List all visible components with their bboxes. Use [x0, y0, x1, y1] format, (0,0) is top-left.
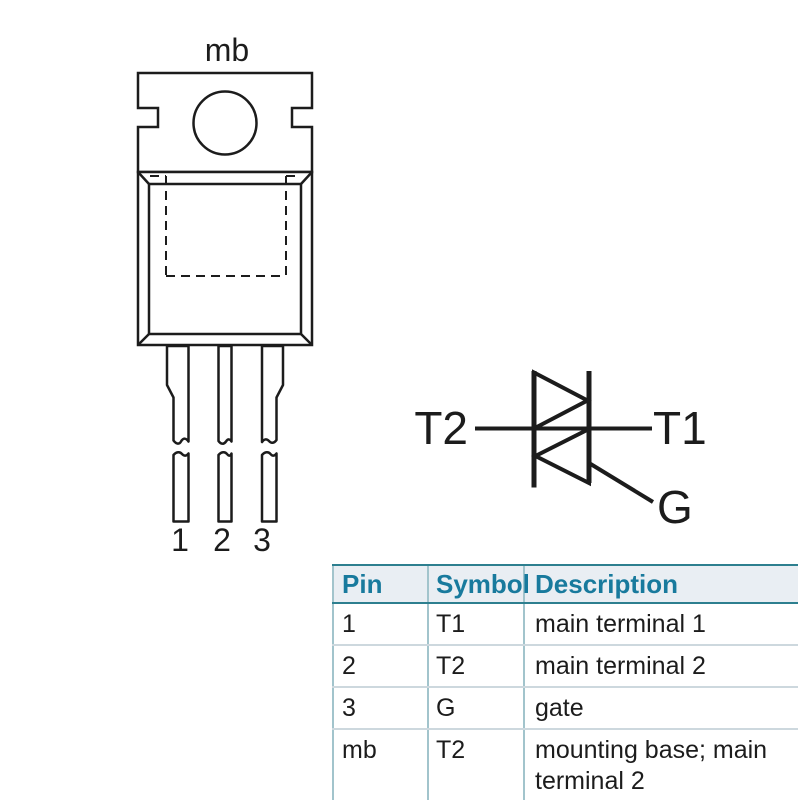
cell-symbol: G	[427, 687, 524, 730]
gate-lead-line	[587, 461, 655, 504]
header-symbol: Symbol	[427, 564, 530, 604]
body-bevel-corners	[137, 171, 313, 346]
cell-description: main terminal 1	[523, 603, 798, 646]
cell-description: mounting base; main terminal 2	[523, 729, 798, 800]
table-row: 3 G gate	[332, 687, 798, 730]
triac-symbol	[475, 369, 655, 504]
cell-description: main terminal 2	[523, 645, 798, 688]
package-body-inner-face	[147, 182, 303, 336]
mounting-hole	[192, 90, 258, 156]
cell-description: gate	[523, 687, 798, 730]
terminal-g-label: G	[657, 481, 693, 533]
lead-3	[260, 344, 285, 523]
lower-thyristor-triangle	[531, 425, 591, 487]
cell-pin: 1	[332, 603, 428, 646]
lead-1	[165, 344, 190, 523]
upper-thyristor-triangle	[532, 369, 592, 432]
mounting-base-label: mb	[204, 32, 250, 68]
cell-symbol: T1	[427, 603, 524, 646]
pin-3-label: 3	[253, 522, 271, 558]
cell-symbol: T2	[427, 729, 524, 800]
header-description: Description	[523, 564, 798, 604]
cell-pin: 2	[332, 645, 428, 688]
table-header-row: Pin Symbol Description	[332, 564, 798, 604]
pin-1-label: 1	[171, 522, 189, 558]
table-row: 2 T2 main terminal 2	[332, 645, 798, 688]
terminal-t2-label: T2	[414, 402, 468, 454]
hidden-tab-outline-dashed	[150, 175, 300, 277]
header-pin: Pin	[332, 564, 428, 604]
table-row: mb T2 mounting base; main terminal 2	[332, 729, 798, 800]
pin-description-table: Pin Symbol Description 1 T1 main termina…	[332, 564, 798, 800]
cell-pin: 3	[332, 687, 428, 730]
pin-2-label: 2	[213, 522, 231, 558]
terminal-t1-label: T1	[653, 402, 707, 454]
cell-symbol: T2	[427, 645, 524, 688]
package-outline-drawing	[136, 71, 314, 523]
cell-pin: mb	[332, 729, 428, 800]
lead-2	[217, 344, 233, 523]
table-row: 1 T1 main terminal 1	[332, 603, 798, 646]
